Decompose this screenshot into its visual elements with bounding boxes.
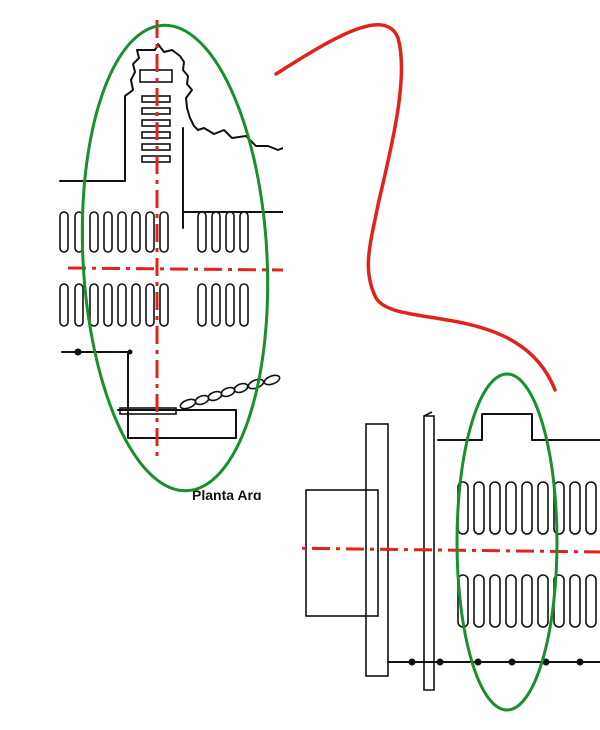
upper-wall-line (59, 43, 283, 182)
ground-line-with-posts (387, 658, 600, 666)
right-elevation-detail (300, 372, 600, 712)
chain-barrier (179, 374, 281, 410)
boundary-post (74, 348, 82, 356)
right-horizontal-centerline (300, 546, 600, 554)
thin-pier (423, 411, 435, 691)
parking-stalls-upper (59, 211, 249, 253)
left-callout-oval (80, 23, 270, 493)
right-callout-oval (455, 372, 559, 712)
stalls-lower-right (457, 574, 597, 628)
roof-profile (437, 413, 600, 441)
parking-stalls-lower (59, 283, 249, 327)
horizontal-centerline (67, 266, 283, 272)
stalls-upper-right (457, 481, 597, 535)
left-plan-detail: Planta Arq (59, 20, 283, 503)
ramp-outline (127, 409, 237, 439)
wall-block (305, 489, 379, 617)
callout-connector-line (274, 23, 557, 392)
plan-caption: Planta Arq (192, 487, 262, 503)
